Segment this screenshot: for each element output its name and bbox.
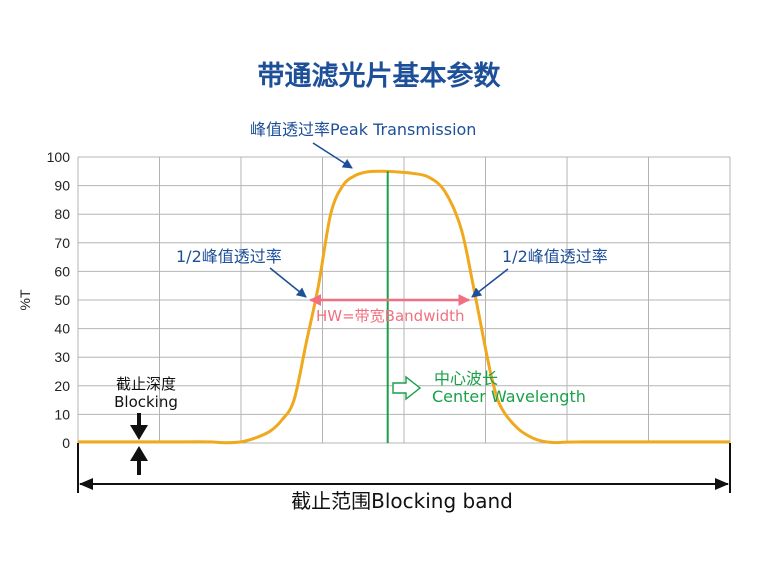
- y-tick-label: 100: [47, 149, 71, 165]
- y-tick-label: 10: [54, 406, 70, 422]
- peak-arrow: [312, 142, 353, 169]
- blocking-band-label: 截止范围Blocking band: [291, 489, 513, 513]
- y-axis-label: %T: [17, 289, 33, 310]
- transmission-curve: [78, 169, 730, 445]
- y-tick-label: 30: [54, 349, 70, 365]
- y-tick-label: 40: [54, 321, 70, 337]
- center-wavelength-en: Center Wavelength: [432, 387, 586, 406]
- peak-transmission-label: 峰值透过率Peak Transmission: [250, 120, 476, 139]
- y-tick-label: 60: [54, 263, 70, 279]
- y-tick-label: 80: [54, 206, 70, 222]
- blocking-depth-en: Blocking: [114, 393, 178, 411]
- center-wavelength-hollow-arrow: [392, 375, 422, 401]
- center-wavelength-cn: 中心波长: [434, 369, 498, 388]
- y-tick-label: 0: [62, 435, 70, 451]
- half-peak-right-label: 1/2峰值透过率: [502, 247, 608, 266]
- y-tick-label: 50: [54, 292, 70, 308]
- bandwidth-label: HW=带宽Bandwidth: [316, 307, 465, 325]
- half-peak-left-label: 1/2峰值透过率: [176, 247, 282, 266]
- y-tick-labels: 0 10 20 30 40 50 60 70 80 90 100: [47, 149, 71, 451]
- y-tick-label: 20: [54, 378, 70, 394]
- blocking-band-range: [77, 443, 731, 493]
- blocking-depth-arrows: [130, 413, 148, 475]
- chart-marks: [78, 169, 730, 445]
- half-peak-right-arrow: [471, 268, 509, 298]
- blocking-depth-cn: 截止深度: [116, 375, 176, 393]
- y-tick-label: 90: [54, 178, 70, 194]
- half-peak-left-arrow: [269, 267, 307, 298]
- y-tick-label: 70: [54, 235, 70, 251]
- chart-title: 带通滤光片基本参数: [258, 60, 502, 92]
